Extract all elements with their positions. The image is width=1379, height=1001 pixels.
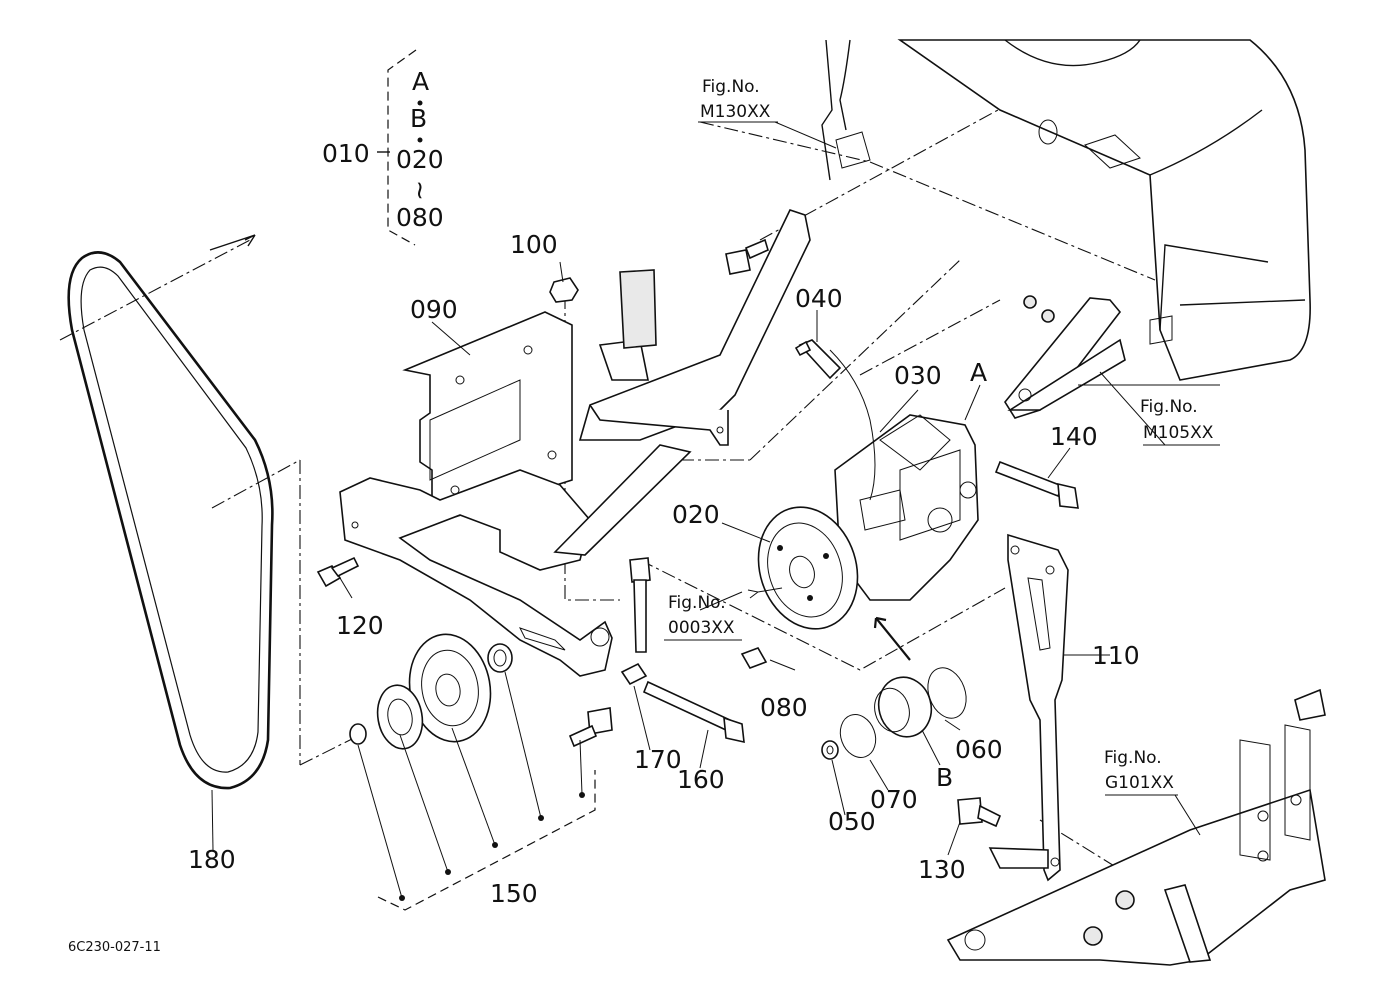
engine-housing [821,39,1311,381]
label-030: 030 [894,361,942,390]
label-mark-b: B [936,763,953,792]
fig-ref-m105-code: M105XX [1143,423,1214,443]
label-010: 010 [322,139,370,168]
group-bracket [377,49,417,246]
v-belt [67,234,274,790]
base-plate [339,469,613,677]
label-070: 070 [870,785,918,814]
bearing-parts [821,667,967,760]
fig-ref-g101-prefix: Fig.No. [1104,748,1162,768]
fig-ref-m130-code: M130XX [700,102,771,122]
fig-ref-0003-prefix: Fig.No. [668,593,726,613]
stay-bracket [553,209,811,556]
label-100: 100 [510,230,558,259]
drawing-code: 6C230-027-11 [68,940,161,955]
bolts [316,238,1079,828]
label-120: 120 [336,611,384,640]
bracket-090 [402,311,573,521]
fig-ref-g101-code: G101XX [1105,773,1174,793]
group-item-020: 020 [396,145,444,174]
label-110: 110 [1092,641,1140,670]
fig-ref-m105-prefix: Fig.No. [1140,397,1198,417]
pulley-assembly [349,633,513,750]
group-item-b: B [410,104,427,133]
label-150: 150 [490,879,538,908]
label-090: 090 [410,295,458,324]
group-item-a: A [412,67,429,96]
sensor-040 [794,339,842,380]
label-130: 130 [918,855,966,884]
label-140: 140 [1050,422,1098,451]
label-040: 040 [795,284,843,313]
group-item-080: 080 [396,203,444,232]
frame-rail [946,688,1326,966]
label-170: 170 [634,745,682,774]
assembly-150-bracket [357,671,596,911]
label-mark-a: A [970,358,987,387]
label-050: 050 [828,807,876,836]
fig-ref-m130-prefix: Fig.No. [702,77,760,97]
tension-link [1004,295,1126,419]
fig-ref-0003-code: 0003XX [668,618,735,638]
label-160: 160 [677,765,725,794]
leader-lines [211,121,1220,856]
label-060: 060 [955,735,1003,764]
label-080: 080 [760,693,808,722]
bracket-110 [988,533,1069,882]
label-020: 020 [672,500,720,529]
figure-references: Fig.No. M130XX Fig.No. M105XX Fig.No. 00… [668,77,1214,793]
group-range-mark: ~ [406,180,435,201]
label-180: 180 [188,845,236,874]
compressor [757,349,979,630]
part-labels: 010 A B 020 ~ 080 100 090 040 030 A 140 … [188,67,1140,908]
